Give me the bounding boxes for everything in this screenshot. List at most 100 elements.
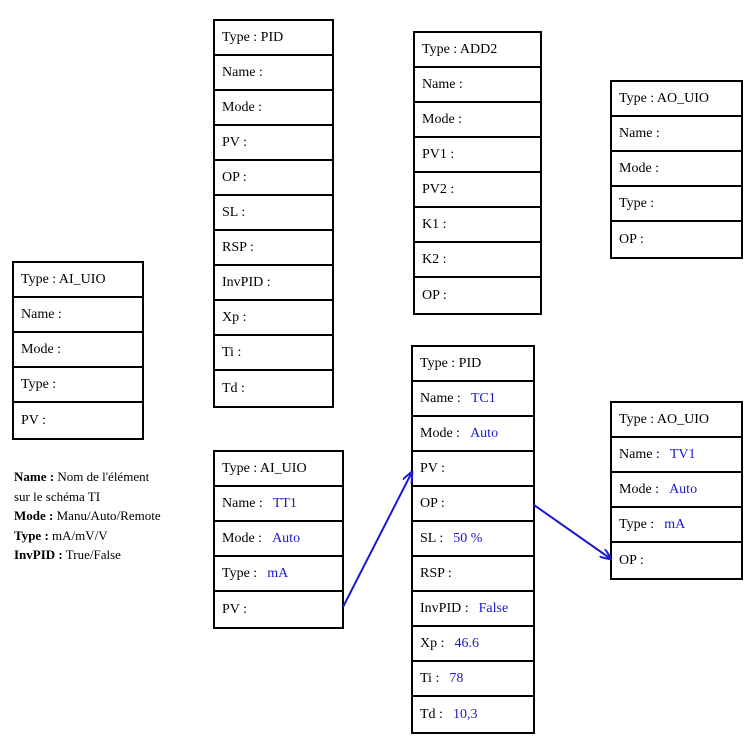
block-row: Ti :78 [413,662,533,697]
row-label: PV : [222,601,248,617]
block-row: Mode :Auto [612,473,741,508]
block-row: Type : AI_UIO [14,263,142,298]
row-label: SL : [222,204,246,220]
row-label: Ti : [222,344,242,360]
block-row: Name : [14,298,142,333]
block-row: InvPID : [215,266,332,301]
legend-line: Mode : Manu/Auto/Remote [14,508,161,523]
row-value: Auto [272,530,301,546]
row-label: Mode : [619,160,660,176]
row-label: Type : [619,516,655,532]
row-label: Mode : [21,341,62,357]
block-row: K1 : [415,208,540,243]
block-row: Name : [415,68,540,103]
block-row: Name :TC1 [413,382,533,417]
row-label: Mode : [222,530,263,546]
row-label: Type : PID [420,355,482,371]
row-label: Name : [420,390,461,406]
block-row: Type : mA [612,508,741,543]
block-row: PV2 : [415,173,540,208]
block-row: Type : ADD2 [415,33,540,68]
row-label: Name : [422,76,463,92]
row-value: 10,3 [452,706,478,722]
row-value: mA [267,565,289,581]
row-label: Mode : [422,111,463,127]
block-row: PV1 : [415,138,540,173]
row-label: K2 : [422,251,447,267]
legend-line: InvPID : True/False [14,547,121,562]
block-row: Xp : [215,301,332,336]
block-row: Type : AI_UIO [215,452,342,487]
row-label: PV : [420,460,446,476]
block-row: Type : AO_UIO [612,403,741,438]
row-label: Type : [222,565,258,581]
row-label: PV : [222,134,248,150]
row-label: Name : [619,446,660,462]
block-row: Type : AO_UIO [612,82,741,117]
row-value: mA [664,516,686,532]
row-label: OP : [422,287,447,303]
row-label: Type : AO_UIO [619,411,710,427]
row-label: Td : [222,380,245,396]
row-label: Td : [420,706,443,722]
block-row: OP : [415,278,540,313]
block-row: Name : [215,56,332,91]
row-label: Mode : [619,481,660,497]
block-row: Type : [612,187,741,222]
row-value: 78 [449,670,464,686]
row-label: RSP : [222,239,254,255]
block-row: OP : [215,161,332,196]
block-row: PV : [14,403,142,438]
row-value: TT1 [272,495,297,511]
block-row: InvPID : False [413,592,533,627]
row-label: OP : [619,552,644,568]
row-label: Name : [222,495,263,511]
legend-line: Type : mA/mV/V [14,527,108,543]
row-label: InvPID : [222,274,271,290]
block-row: Name : TT1 [215,487,342,522]
link-tc1-op-to-tv1-op [533,504,611,559]
block-row: Mode :Auto [413,417,533,452]
block-row: Name : TV1 [612,438,741,473]
block-row: Mode : [415,103,540,138]
row-label: OP : [619,231,644,247]
ao-template-block: Type : AO_UIO Name : Mode : Type : OP : [610,80,743,259]
block-row: PV : [413,452,533,487]
block-row: SL :50 % [413,522,533,557]
row-label: Type : [619,195,655,211]
block-row: Td : 10,3 [413,697,533,732]
row-label: Type : AI_UIO [21,271,106,287]
block-row: Mode : [612,152,741,187]
row-label: InvPID : [420,600,469,616]
row-label: Name : [619,125,660,141]
row-value: TV1 [669,446,696,462]
row-label: Mode : [222,99,263,115]
row-value: False [478,600,509,616]
block-row: PV : [215,592,342,627]
block-row: RSP : [215,231,332,266]
block-row: SL : [215,196,332,231]
block-row: Type : PID [413,347,533,382]
row-value: Auto [470,425,499,441]
row-label: Type : AI_UIO [222,460,307,476]
block-row: OP : [413,487,533,522]
legend: Name : Nom de l'élément sur le schéma TI… [14,467,161,565]
block-row: Name : [612,117,741,152]
row-label: Type : AO_UIO [619,90,710,106]
row-label: Xp : [222,309,247,325]
block-row: K2 : [415,243,540,278]
block-row: Ti : [215,336,332,371]
block-row: Mode : [14,333,142,368]
row-label: PV : [21,412,47,428]
row-label: RSP : [420,565,452,581]
block-row: Xp :46.6 [413,627,533,662]
block-row: Td : [215,371,332,406]
row-label: PV1 : [422,146,455,162]
row-label: Type : ADD2 [422,41,498,57]
